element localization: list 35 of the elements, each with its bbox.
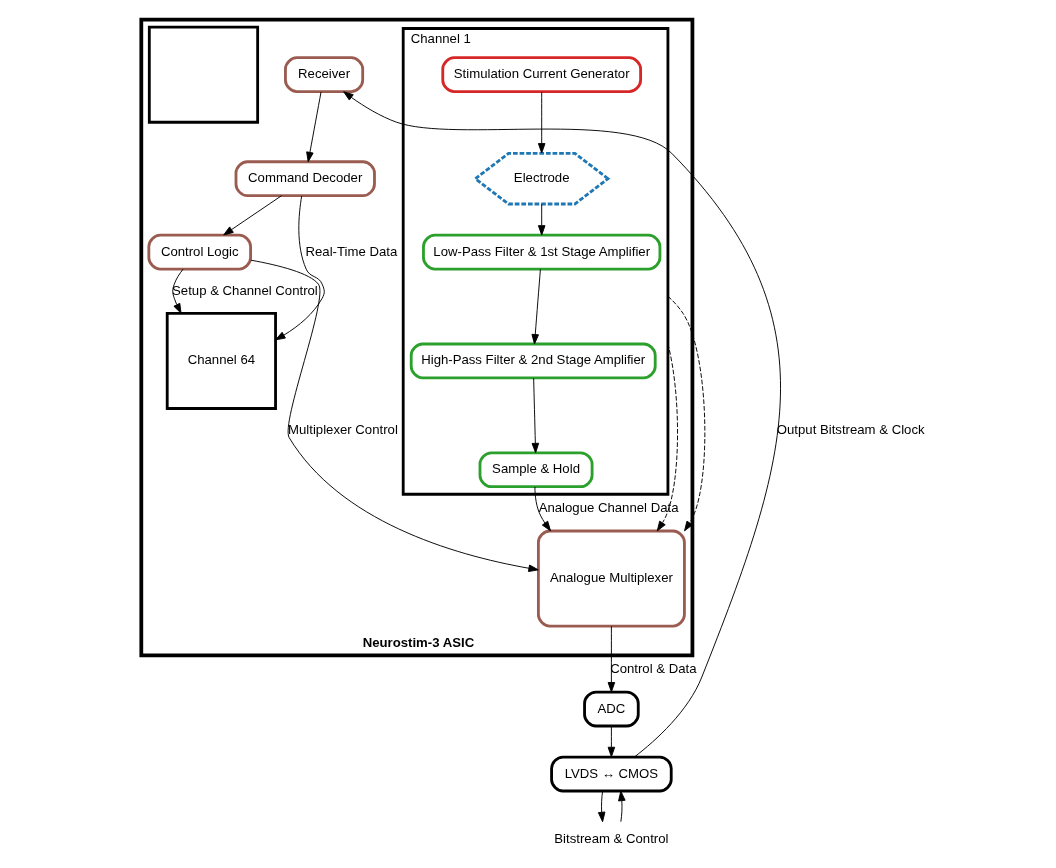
arrow: [342, 91, 781, 758]
node-box: [147, 25, 259, 124]
node-box: ADC: [582, 690, 640, 728]
arrow: [531, 377, 539, 454]
arrow: [305, 91, 321, 163]
arrow: [617, 790, 626, 823]
node-box: Channel 64: [165, 311, 277, 410]
node-box: High-Pass Filter & 2nd Stage Amplifier: [409, 342, 657, 380]
node-text: Bitstream & Control: [553, 830, 668, 846]
edge-label: Real-Time Data: [305, 243, 397, 259]
node-box: Command Decoder: [234, 160, 376, 198]
node-box: Sample & Hold: [478, 451, 593, 489]
arrow: [530, 268, 541, 345]
arrow: [222, 195, 282, 236]
arrow: [171, 268, 184, 314]
arrow: [537, 91, 545, 154]
edge-label: Output Bitstream & Clock: [776, 422, 925, 438]
arrow: [607, 725, 615, 758]
arrow: [666, 295, 705, 532]
node-box: Stimulation Current Generator: [440, 56, 642, 94]
node-box: Receiver: [283, 56, 364, 94]
edge-label: Analogue Channel Data: [538, 500, 679, 516]
edge-label: Setup & Channel Control: [171, 282, 318, 298]
node-box: Analogue Multiplexer: [536, 529, 686, 628]
node-box: Low-Pass Filter & 1st Stage Amplifier: [421, 233, 661, 271]
node-box: LVDS ↔ CMOS: [549, 755, 673, 793]
arrow: [533, 486, 551, 532]
edge-label: Multiplexer Control: [287, 422, 398, 438]
arrow: [656, 343, 678, 532]
arrow: [274, 195, 325, 341]
arrow: [607, 625, 615, 693]
node-box: Control Logic: [146, 233, 252, 271]
arrow: [537, 203, 545, 236]
arrow: [597, 790, 605, 823]
arrow: [249, 259, 539, 572]
